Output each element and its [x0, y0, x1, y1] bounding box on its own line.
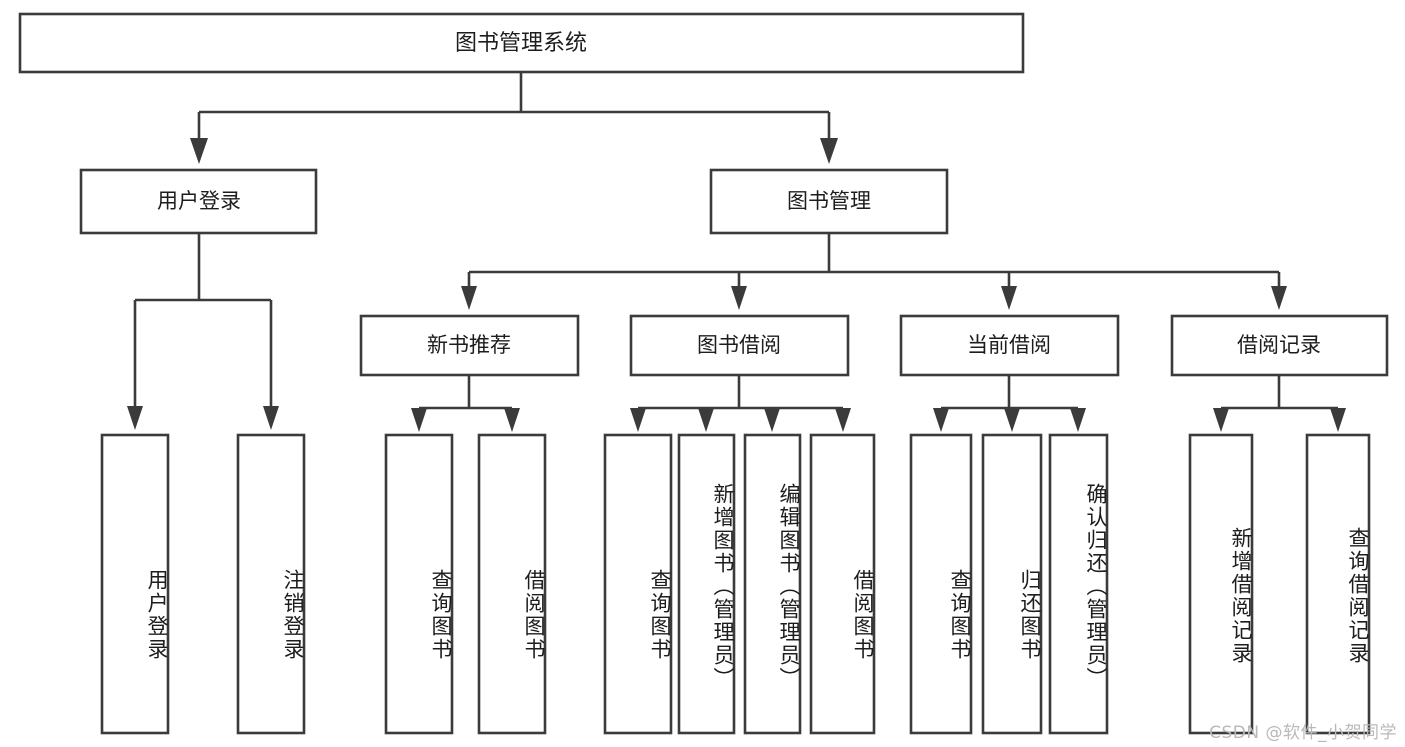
leaf-rect-cb-return-book[interactable] [981, 433, 1043, 735]
arrowhead-record [1271, 286, 1287, 310]
arrowhead-bb-query [630, 408, 646, 432]
node-book-management-label: 图书管理 [787, 189, 871, 213]
arrowhead-borrow [731, 286, 747, 310]
leaf-rect-bb-borrow-book[interactable] [809, 433, 876, 735]
arrowhead-bb-edit [764, 408, 780, 432]
node-new-book-recommend-rect[interactable] [359, 314, 580, 377]
arrowhead-cb-query [933, 408, 949, 432]
arrowhead-cb-return [1004, 408, 1020, 432]
leaf-rect-user-login[interactable] [100, 433, 170, 735]
arrowhead-leaf-logout [263, 406, 279, 430]
node-root[interactable]: 图书管理系统 [18, 12, 1025, 74]
node-user-login-label: 用户登录 [157, 189, 241, 213]
arrowhead-br-add [1213, 408, 1229, 432]
node-borrow-record-rect[interactable] [1170, 314, 1389, 377]
arrowhead-newbook [461, 286, 477, 310]
leaf-rect-br-query-record[interactable] [1305, 433, 1371, 735]
arrowhead-cb-confirm [1070, 408, 1086, 432]
node-borrow-record-label: 借阅记录 [1237, 333, 1321, 357]
node-book-borrow[interactable]: 图书借阅 [629, 314, 850, 377]
connector-root-to-level2 [190, 72, 838, 164]
csdn-watermark: CSDN @软件_小贺同学 [1209, 723, 1397, 743]
arrowhead-bb-borrow [835, 408, 851, 432]
leaf-rect-nb-query-book[interactable] [384, 433, 454, 735]
leaf-rect-cb-query-book[interactable] [909, 433, 973, 735]
connector-newbook-to-leaves [411, 375, 520, 432]
node-book-management-rect[interactable] [709, 168, 949, 235]
connector-userlogin-to-leaves [127, 233, 279, 430]
arrowhead-current [1001, 286, 1017, 310]
connector-bookmgmt-to-level3 [461, 233, 1287, 310]
arrowhead-nb-query [411, 408, 427, 432]
node-borrow-record[interactable]: 借阅记录 [1170, 314, 1389, 377]
node-book-borrow-rect[interactable] [629, 314, 850, 377]
leaf-rect-bb-query-book[interactable] [603, 433, 673, 735]
node-new-book-recommend[interactable]: 新书推荐 [359, 314, 580, 377]
arrowhead-user-login [190, 138, 208, 164]
node-user-login-rect[interactable] [79, 168, 318, 235]
leaf-rect-bb-add-book[interactable] [677, 433, 736, 735]
leaf-rect-br-add-record[interactable] [1188, 433, 1254, 735]
node-current-borrow[interactable]: 当前借阅 [899, 314, 1120, 377]
node-user-login[interactable]: 用户登录 [79, 168, 318, 235]
arrowhead-nb-borrow [504, 408, 520, 432]
arrowhead-book-mgmt [820, 138, 838, 164]
connector-borrowrecord-to-leaves [1213, 375, 1346, 432]
connector-currentborrow-to-leaves [933, 375, 1086, 432]
connector-bookborrow-to-leaves [630, 375, 851, 432]
node-current-borrow-rect[interactable] [899, 314, 1120, 377]
arrowhead-br-query [1330, 408, 1346, 432]
arrowhead-bb-add [698, 408, 714, 432]
node-current-borrow-label: 当前借阅 [967, 333, 1051, 357]
arrowhead-leaf-user-login [127, 406, 143, 430]
node-root-label: 图书管理系统 [455, 31, 587, 56]
leaf-rect-nb-borrow-book[interactable] [477, 433, 547, 735]
leaf-rect-logout[interactable] [236, 433, 306, 735]
leaf-rect-bb-edit-book[interactable] [743, 433, 802, 735]
node-new-book-recommend-label: 新书推荐 [427, 333, 511, 357]
node-book-borrow-label: 图书借阅 [697, 333, 781, 357]
leaf-rect-cb-confirm-return[interactable] [1048, 433, 1109, 735]
node-book-management[interactable]: 图书管理 [709, 168, 949, 235]
node-root-rect[interactable] [18, 12, 1025, 74]
